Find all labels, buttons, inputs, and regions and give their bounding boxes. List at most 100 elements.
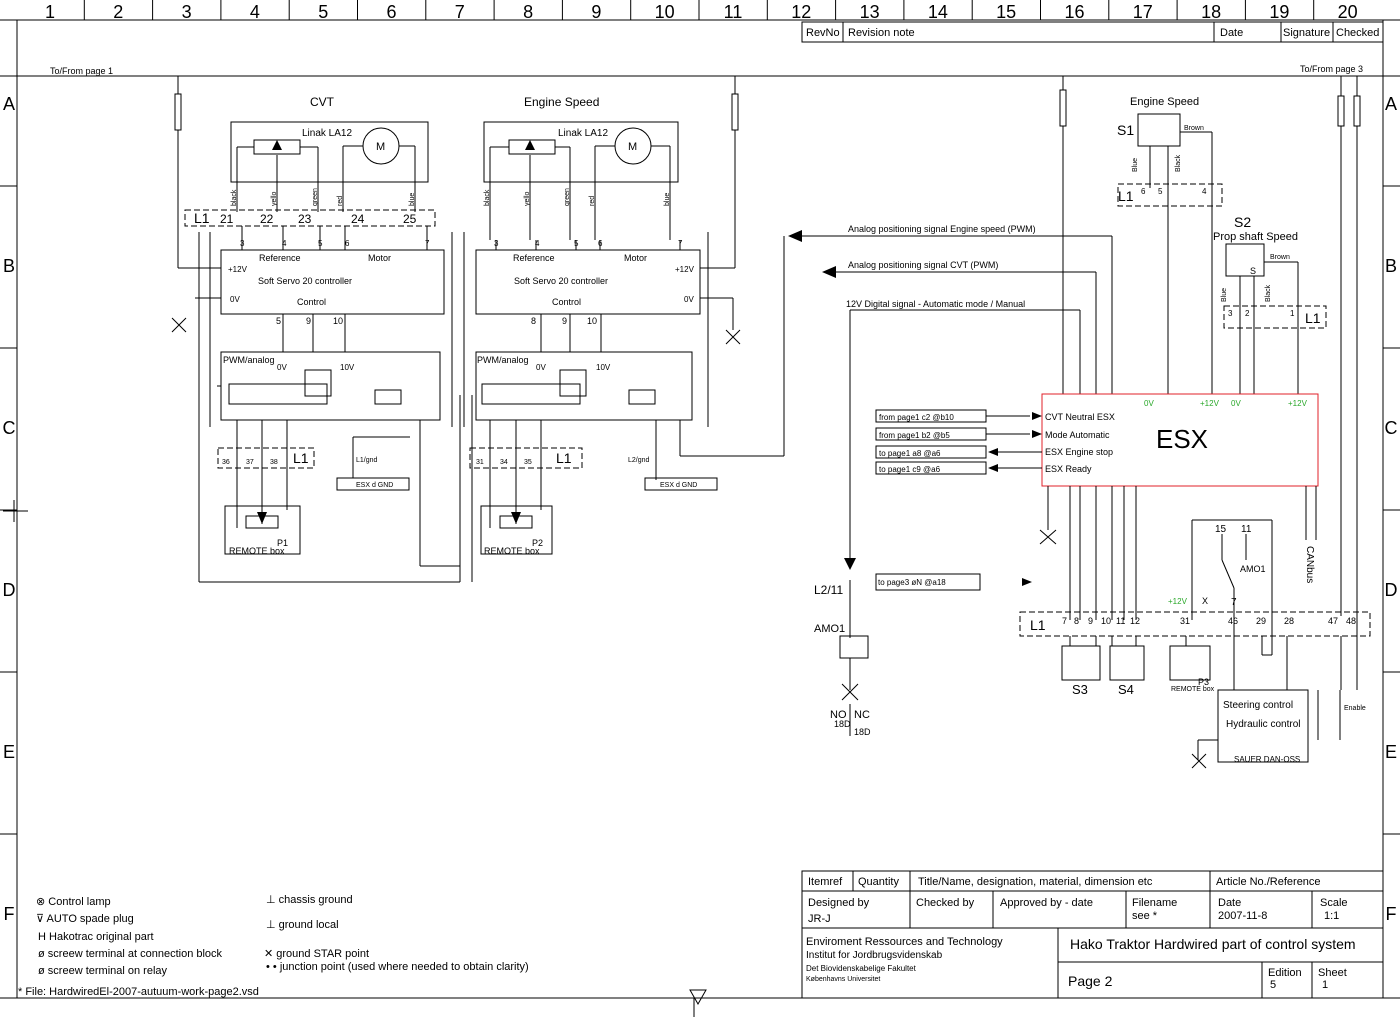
no-terminal: 18D — [834, 719, 851, 729]
engine-motor-label: M — [628, 141, 637, 153]
grid-column-1: 1 — [45, 2, 55, 22]
grid-column-19: 19 — [1269, 2, 1289, 22]
s2-wire-black: Black — [1265, 284, 1272, 302]
bottom-term-46: 46 — [1228, 616, 1238, 626]
esx-title: ESX — [1156, 424, 1208, 454]
grid-column-11: 11 — [724, 2, 743, 22]
tb-date-val: 2007-11-8 — [1218, 910, 1267, 922]
engine-reference: Reference — [513, 253, 555, 263]
grid-column-13: 13 — [860, 2, 880, 22]
relay-pin-15: 15 — [1215, 524, 1227, 535]
tb-quantity: Quantity — [858, 876, 899, 888]
nc-label: NC — [854, 709, 870, 721]
grid-row-F-left: F — [4, 904, 15, 924]
tb-sheet-val: 1 — [1322, 979, 1328, 991]
engine-pwm-0v: 0V — [536, 363, 546, 372]
engine-pin-3: 3 — [494, 239, 499, 248]
cvt-pin-7: 7 — [425, 239, 430, 248]
bottom-term-7: 7 — [1062, 616, 1067, 626]
cvt-pwm-label: PWM/analog — [223, 355, 275, 365]
no-label: NO — [830, 709, 847, 721]
esx-ref-1: from page1 c2 @b10 — [879, 413, 954, 422]
rev-no-header: RevNo — [806, 27, 840, 39]
legend-junction: • • junction point (used where needed to… — [266, 961, 529, 973]
esx-pin-0v-2: 0V — [1231, 399, 1241, 408]
bottom-term-28: 28 — [1284, 616, 1294, 626]
s1-wire-black: Black — [1175, 154, 1182, 172]
page-ref-left: To/From page 1 — [50, 66, 113, 76]
cvt-motor-label: M — [376, 141, 385, 153]
grid-row-D-right: D — [1385, 580, 1398, 600]
hydraulic-control: Hydraulic control — [1226, 719, 1300, 730]
cvt-pin-b9: 9 — [306, 316, 311, 326]
engine-pwm-10v: 10V — [596, 363, 611, 372]
cvt-pin-b10: 10 — [333, 316, 343, 326]
grid-column-6: 6 — [386, 2, 396, 22]
tb-approved: Approved by - date — [1000, 897, 1093, 909]
engine-gnd-box: ESX d GND — [660, 482, 697, 489]
grid-row-B-left: B — [3, 256, 15, 276]
grid-column-17: 17 — [1133, 2, 1153, 22]
tb-itemref: Itemref — [808, 876, 843, 888]
steering-control: Steering control — [1223, 700, 1293, 711]
grid-column-2: 2 — [113, 2, 123, 22]
relay-pin-11: 11 — [1241, 524, 1252, 535]
engine-control: Control — [552, 297, 581, 307]
engine-pin-b10: 10 — [587, 316, 597, 326]
switch-s4: S4 — [1118, 682, 1134, 697]
tb-checked-by: Checked by — [916, 897, 975, 909]
engine-lower-strip-label: L1 — [556, 450, 572, 466]
esx-pin-0v-1: 0V — [1144, 399, 1154, 408]
esx-input-mode-automatic: Mode Automatic — [1045, 430, 1110, 440]
grid-row-C-right: C — [1385, 418, 1398, 438]
tb-edition: Edition — [1268, 967, 1302, 979]
tb-scale-val: 1:1 — [1324, 910, 1339, 922]
rev-date-header: Date — [1220, 27, 1243, 39]
engine-title: Engine Speed — [524, 95, 599, 109]
grid-column-15: 15 — [996, 2, 1016, 22]
esx-input-ready: ESX Ready — [1045, 464, 1092, 474]
signal-engine-pwm: Analog positioning signal Engine speed (… — [848, 224, 1036, 234]
sensor-s2: S2 — [1234, 214, 1251, 230]
engine-gnd-terminal: L2/gnd — [628, 457, 650, 464]
esx-pin-12v-1: +12V — [1200, 399, 1220, 408]
grid-column-7: 7 — [455, 2, 465, 22]
legend-ground-star: ✕ ground STAR point — [264, 948, 369, 960]
signal-cvt-pwm: Analog positioning signal CVT (PWM) — [848, 260, 998, 270]
cvt-remote-label: P1 — [277, 538, 288, 548]
strip-mid-1: 1 — [1290, 309, 1295, 318]
cvt-pwm-0v: 0V — [277, 363, 287, 372]
sensor-s1: S1 — [1117, 122, 1134, 138]
grid-column-20: 20 — [1338, 2, 1358, 22]
engine-pwm-label: PWM/analog — [477, 355, 529, 365]
cvt-pin-5: 5 — [318, 239, 323, 248]
grid-column-10: 10 — [655, 2, 675, 22]
grid-row-D-left: D — [3, 580, 16, 600]
checked-header: Checked — [1336, 27, 1379, 39]
cvt-12v: +12V — [228, 265, 248, 274]
s2-wire-brown: Brown — [1270, 254, 1290, 261]
engine-pin-7: 7 — [678, 239, 683, 248]
enable-label: Enable — [1344, 705, 1366, 712]
grid-column-14: 14 — [928, 2, 948, 22]
s1-wire-brown: Brown — [1184, 125, 1204, 132]
tb-filename: Filename — [1132, 897, 1177, 909]
engine-motor-header: Motor — [624, 253, 647, 263]
strip-mid-label: L1 — [1305, 310, 1321, 326]
bottom-term-29: 29 — [1256, 616, 1266, 626]
cvt-gnd-box: ESX d GND — [356, 482, 393, 489]
prop-shaft-title: Prop shaft Speed — [1213, 231, 1298, 243]
l2-11-label: L2/11 — [814, 583, 843, 597]
cvt-term-38: 38 — [270, 459, 278, 466]
engine-wire-yello: yello — [524, 191, 531, 206]
cvt-wire-yello: yello — [271, 191, 278, 206]
filename-note: * File: HardwiredEl-2007-autuum-work-pag… — [18, 986, 259, 998]
cvt-actuator-label: Linak LA12 — [302, 128, 352, 139]
bottom-term-9: 9 — [1088, 616, 1093, 626]
p3-remote-box: REMOTE box — [1171, 686, 1215, 693]
engine-remote-label: P2 — [532, 538, 543, 548]
legend-ground-local: ⊥ ground local — [266, 919, 339, 931]
amo1-relay-label: AMO1 — [1240, 564, 1266, 574]
cvt-pin-3: 3 — [240, 239, 245, 248]
grid-row-A-right: A — [1385, 94, 1397, 114]
